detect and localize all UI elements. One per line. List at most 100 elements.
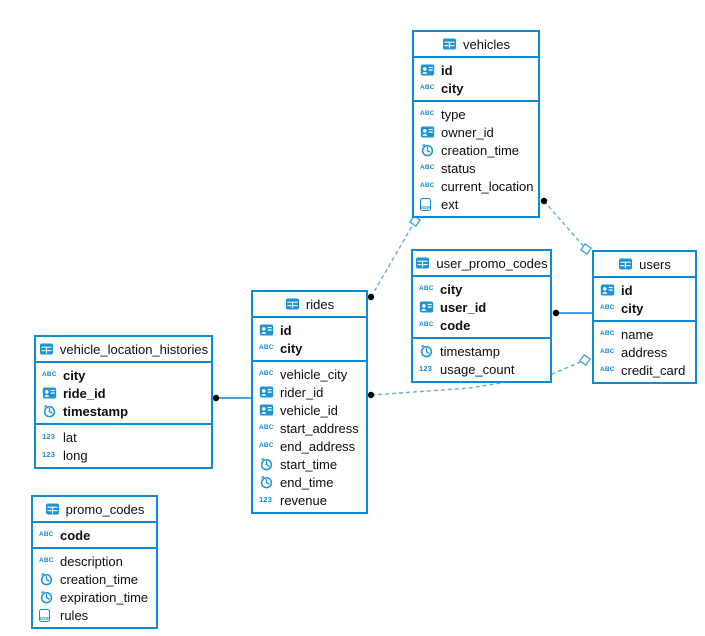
table-title: rides — [305, 296, 335, 312]
column-row-ride_id[interactable]: ride_id — [36, 384, 211, 402]
table-header[interactable]: rides — [253, 292, 366, 318]
column-row-end_time[interactable]: end_time — [253, 473, 366, 491]
id-card-icon — [259, 385, 275, 399]
clock-timestamp-icon — [420, 143, 436, 157]
column-name: timestamp — [63, 403, 129, 419]
column-row-timestamp[interactable]: timestamp — [413, 342, 550, 360]
column-row-creation_time[interactable]: creation_time — [33, 570, 156, 588]
abc-text-type-icon: ABC — [600, 330, 615, 337]
column-row-revenue[interactable]: 123 revenue — [253, 491, 366, 509]
column-row-creation_time[interactable]: creation_time — [414, 141, 538, 159]
column-name: start_address — [280, 420, 359, 436]
table-title: vehicle_location_histories — [59, 341, 209, 357]
column-name: status — [441, 160, 476, 176]
table-icon — [415, 256, 431, 270]
abc-text-type-icon: ABC — [259, 344, 274, 351]
relationship-endpoint-dot — [552, 309, 560, 317]
table-title: promo_codes — [65, 501, 145, 517]
table-header[interactable]: users — [594, 252, 695, 278]
column-row-timestamp[interactable]: timestamp — [36, 402, 211, 420]
column-name: owner_id — [441, 124, 494, 140]
column-name: code — [440, 317, 471, 333]
column-name: city — [440, 281, 463, 297]
column-name: end_address — [280, 438, 356, 454]
column-name: id — [621, 282, 633, 298]
column-name: rules — [60, 607, 89, 623]
column-row-code[interactable]: ABC code — [413, 316, 550, 334]
abc-text-type-icon: ABC — [39, 557, 54, 564]
number-123-type-icon: 123 — [259, 495, 273, 504]
column-row-expiration_time[interactable]: expiration_time — [33, 588, 156, 606]
table-icon — [618, 257, 634, 271]
relationship-line-rides-to-vehicles[interactable] — [370, 220, 416, 298]
id-card-icon — [259, 403, 275, 417]
clock-timestamp-icon — [259, 457, 275, 471]
abc-text-type-icon: ABC — [600, 348, 615, 355]
column-row-vehicle_id[interactable]: vehicle_id — [253, 401, 366, 419]
column-row-id[interactable]: id — [594, 281, 695, 299]
column-row-start_time[interactable]: start_time — [253, 455, 366, 473]
column-row-user_id[interactable]: user_id — [413, 298, 550, 316]
column-row-id[interactable]: id — [414, 61, 538, 79]
clock-timestamp-icon — [259, 475, 275, 489]
column-row-id[interactable]: id — [253, 321, 366, 339]
clock-timestamp-icon — [42, 404, 58, 418]
column-name: city — [63, 367, 86, 383]
abc-text-type-icon: ABC — [419, 321, 434, 328]
column-row-name[interactable]: ABC name — [594, 325, 695, 343]
id-card-icon — [420, 125, 436, 139]
table-header[interactable]: promo_codes — [33, 497, 156, 523]
abc-text-type-icon: ABC — [600, 304, 615, 311]
table-header[interactable]: user_promo_codes — [413, 251, 550, 277]
clock-timestamp-icon — [419, 344, 435, 358]
relationship-endpoint-dot — [367, 391, 375, 399]
abc-text-type-icon: ABC — [600, 366, 615, 373]
column-row-description[interactable]: ABC description — [33, 552, 156, 570]
relationship-line-vehicles-to-users[interactable] — [543, 200, 587, 250]
id-card-icon — [600, 283, 616, 297]
abc-text-type-icon: ABC — [259, 370, 274, 377]
table-header[interactable]: vehicle_location_histories — [36, 337, 211, 363]
column-name: long — [63, 447, 88, 463]
relationship-line-rides-to-users[interactable] — [370, 359, 586, 396]
table-icon — [39, 342, 55, 356]
table-header[interactable]: vehicles — [414, 32, 538, 58]
column-name: revenue — [280, 492, 327, 508]
column-row-rider_id[interactable]: rider_id — [253, 383, 366, 401]
column-row-owner_id[interactable]: owner_id — [414, 123, 538, 141]
column-name: name — [621, 326, 654, 342]
column-name: description — [60, 553, 123, 569]
